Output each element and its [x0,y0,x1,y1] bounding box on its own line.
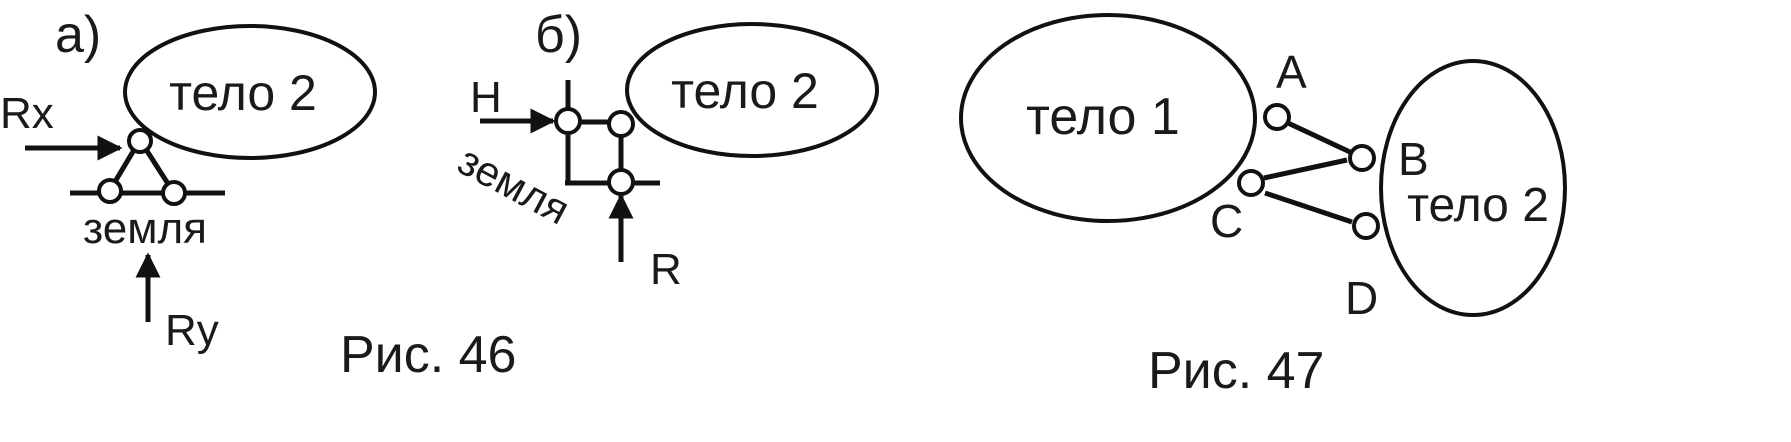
fig47-point-c-label: C [1210,195,1243,247]
fig46b-diagram: б) тело 2 H R земля [451,6,879,294]
fig46b-hinge-bottom [607,168,635,196]
fig46b-hinge-ground [554,107,582,135]
fig46a-rx-label: Rx [0,89,54,138]
fig46b-body2-label: тело 2 [671,63,819,119]
fig47-body2-ellipse [1379,59,1567,317]
fig47-point-a-label: A [1276,46,1307,98]
fig47-body1-label: тело 1 [1026,88,1180,146]
fig46a-hinge-top [127,128,153,154]
fig46b-body2-ellipse [625,22,879,158]
fig47-hinge-b [1348,144,1376,172]
fig46b-hinge-body [607,110,635,138]
fig47-caption: Рис. 47 [1148,342,1324,400]
fig46b-ground-label: земля [451,136,578,233]
fig47-hinge-d [1352,212,1380,240]
fig46a-hinge-left [97,178,123,204]
fig47-point-b-label: B [1398,133,1429,185]
fig47-hinge-a [1263,103,1291,131]
fig46a-ground-label: земля [83,204,207,253]
fig46a-body2-ellipse [123,24,377,160]
fig47-hinge-c [1237,169,1265,197]
fig47-bar-c-d [1264,190,1353,225]
fig46b-r-label: R [650,245,682,294]
fig46a-ry-label: Ry [165,306,219,355]
fig46-caption: Рис. 46 [340,326,516,384]
fig46a-hinge-right [161,180,187,206]
fig46a-diagram: а) тело 2 земля Rx Ry [0,6,377,355]
fig46a-label: а) [55,6,101,64]
fig46b-h-label: H [470,73,502,122]
fig46b-label: б) [535,6,582,64]
fig47-body2-label: тело 2 [1407,179,1549,232]
fig47-bar-a-b [1286,120,1352,155]
fig46a-body2-label: тело 2 [169,65,317,121]
fig47-body1-ellipse [959,13,1257,223]
fig47-diagram: тело 1 тело 2 A B C D [959,13,1567,324]
fig47-bar-c-b [1263,157,1348,181]
fig47-point-d-label: D [1345,272,1378,324]
